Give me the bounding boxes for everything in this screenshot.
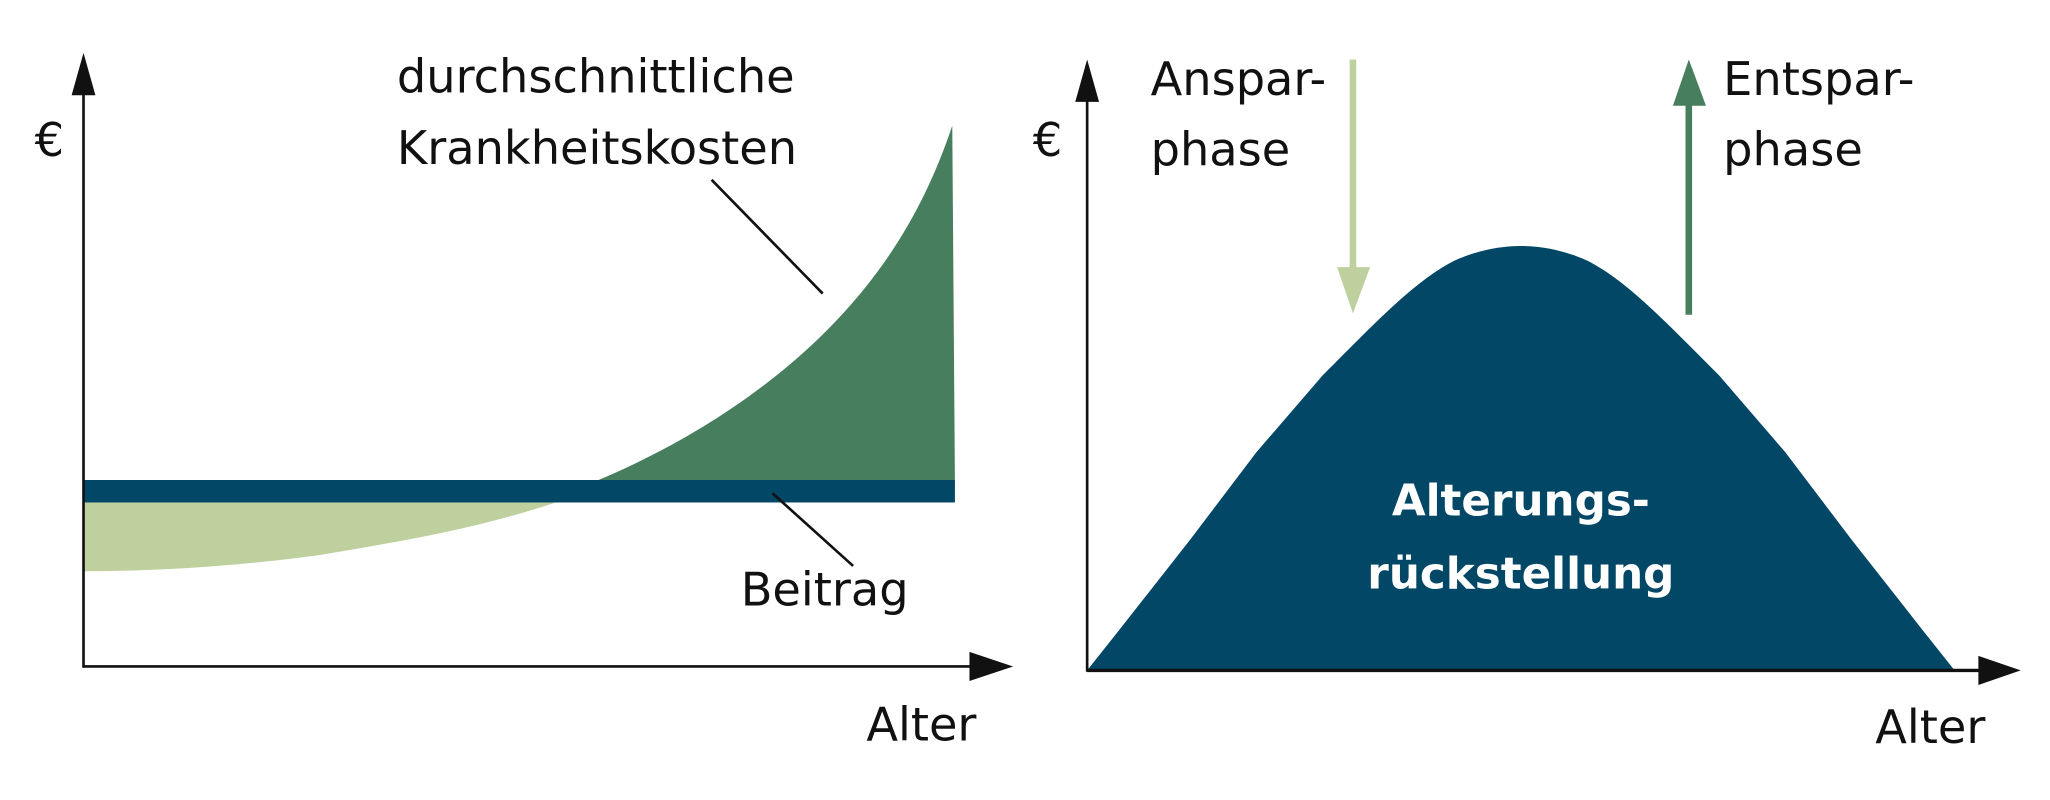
reserve-label-line1: Alterungs-: [1392, 477, 1650, 527]
spending-label-line1: Entspar-: [1723, 52, 1914, 106]
y-axis-arrow-icon: [71, 52, 96, 96]
premium-label: Beitrag: [741, 563, 909, 617]
spending-arrow-up-icon: [1672, 59, 1706, 106]
saving-label-line2: phase: [1151, 122, 1291, 176]
saving-label-line1: Anspar-: [1151, 52, 1327, 106]
premium-band: [83, 480, 955, 503]
premium-surplus-area: [83, 502, 556, 572]
reserve-label-line2: rückstellung: [1367, 549, 1674, 599]
left-chart: € durchschnittliche Krankheitskosten Bei…: [35, 50, 1014, 751]
cost-label-line1: durchschnittliche: [397, 50, 795, 104]
x-axis-arrow-icon: [1978, 655, 2021, 685]
right-chart: € Anspar- phase Entspar- phase Alterungs…: [1033, 52, 2021, 754]
y-axis-label: €: [35, 113, 64, 167]
cost-leader-line: [710, 178, 824, 295]
x-axis-arrow-icon: [969, 651, 1014, 681]
x-axis-label: Alter: [1875, 700, 1986, 754]
y-axis-label: €: [1033, 113, 1062, 167]
cost-excess-area: [595, 125, 955, 482]
spending-label-line2: phase: [1723, 122, 1863, 176]
reserve-area: [1087, 245, 1955, 671]
x-axis-label: Alter: [866, 697, 977, 751]
y-axis-arrow-icon: [1075, 59, 1100, 102]
premium-leader-line: [771, 492, 854, 567]
saving-arrow-down-icon: [1337, 267, 1371, 314]
cost-label-line2: Krankheitskosten: [397, 121, 797, 175]
